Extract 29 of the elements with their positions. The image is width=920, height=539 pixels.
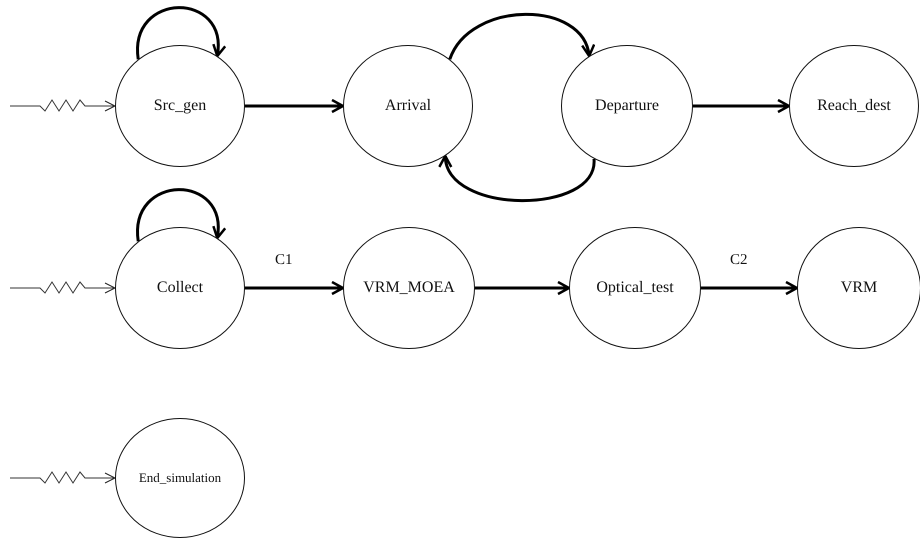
state-ellipse [343,45,473,167]
state-ellipse [343,227,475,349]
state-name: Collect [156,279,204,297]
transition-arrow [701,280,798,296]
state-ellipse [115,418,245,538]
state-name: End_simulation [138,470,222,486]
state-name: Reach_dest [817,97,891,115]
state-ellipse [789,45,919,167]
state-ellipse [115,227,245,349]
state-name: VRM [840,279,878,297]
self-loop-arrow [136,6,226,60]
transition-arrow [693,98,790,114]
transition-arrow [475,280,570,296]
state-name: Optical_test [596,279,674,297]
transition-arrow [245,280,344,296]
state-name: Departure [595,97,659,115]
state-name: Arrival [384,97,432,115]
input-arrow [10,281,116,294]
state-ellipse [115,45,245,167]
state-ellipse [561,45,693,167]
transition-arrow [245,98,344,114]
self-loop-arrow [136,188,226,242]
state-name: VRM_MOEA [363,279,455,297]
transition-arrow [448,12,594,60]
transition-arrow [440,154,596,202]
input-arrow [10,471,116,484]
state-name: Src_gen [154,97,206,115]
input-arrow [10,99,116,112]
state-ellipse [569,227,701,349]
